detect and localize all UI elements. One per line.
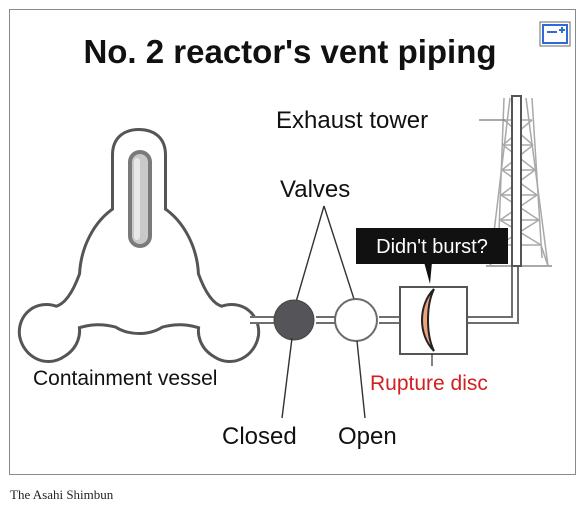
open-valve — [334, 298, 378, 342]
rupture-disc-housing — [399, 286, 468, 355]
didnt-burst-text: Didn't burst? — [376, 236, 488, 258]
closed-label: Closed — [222, 423, 297, 450]
open-leader — [356, 340, 366, 419]
vent-piping-diagram: No. 2 reactor's vent piping — [17, 21, 571, 450]
containment-vessel — [17, 128, 261, 363]
rupture-disc-label: Rupture disc — [370, 372, 488, 395]
closed-leader — [281, 337, 293, 419]
open-label: Open — [338, 423, 397, 450]
closed-valve — [273, 299, 315, 341]
tower-flue — [511, 95, 522, 267]
expand-icon[interactable] — [539, 21, 571, 47]
credit-text: The Asahi Shimbun — [10, 487, 114, 502]
didnt-burst-callout: Didn't burst? — [356, 228, 508, 284]
valves-label: Valves — [280, 176, 350, 203]
exhaust-tower-label: Exhaust tower — [276, 107, 428, 134]
rupture-disc — [421, 288, 435, 352]
diagram-title: No. 2 reactor's vent piping — [83, 33, 496, 70]
valves-leaders — [295, 205, 355, 303]
containment-vessel-label: Containment vessel — [33, 367, 217, 390]
vent-pipe — [250, 104, 519, 324]
